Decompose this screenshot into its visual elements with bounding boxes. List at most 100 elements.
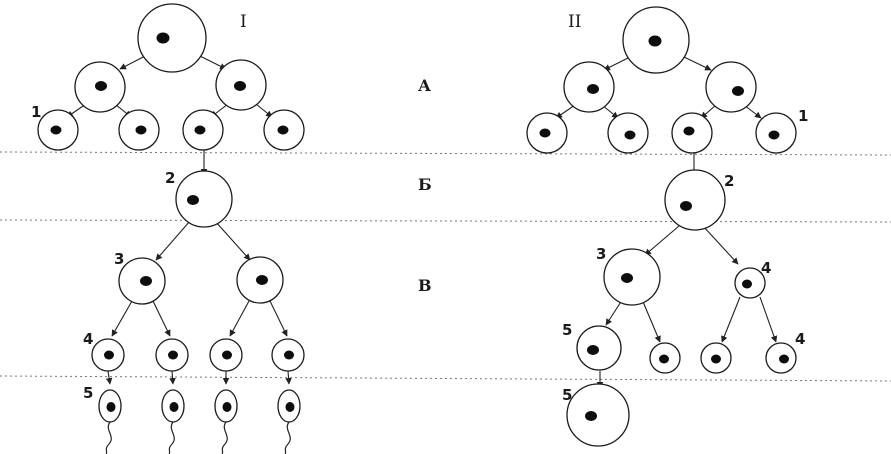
nucleus bbox=[222, 350, 232, 360]
nucleus bbox=[256, 275, 268, 285]
stage-divider-c-end bbox=[0, 375, 891, 382]
sperm-cell bbox=[161, 389, 185, 454]
primordial-germ-cell bbox=[137, 3, 207, 73]
label-5: 5 bbox=[562, 321, 572, 339]
arrow bbox=[155, 220, 191, 261]
nucleus bbox=[106, 402, 116, 412]
cell bbox=[563, 61, 615, 113]
arrow bbox=[111, 300, 133, 337]
nucleus bbox=[587, 84, 599, 94]
label-2: 2 bbox=[165, 169, 175, 187]
cell bbox=[118, 109, 160, 151]
nucleus bbox=[711, 354, 721, 364]
nucleus bbox=[683, 126, 695, 136]
cell bbox=[263, 109, 305, 151]
nucleus bbox=[95, 81, 107, 91]
cell bbox=[671, 112, 713, 154]
cell bbox=[155, 338, 189, 372]
polar-body bbox=[734, 267, 766, 299]
nucleus bbox=[779, 354, 789, 364]
nucleus bbox=[222, 402, 232, 412]
arrow bbox=[702, 225, 739, 265]
cell bbox=[705, 61, 757, 113]
panel-left: 1 2 3 4 5 bbox=[31, 3, 305, 454]
arrow bbox=[119, 54, 148, 70]
stage-label-a: А bbox=[418, 76, 431, 95]
arrow bbox=[721, 296, 741, 343]
label-4: 4 bbox=[761, 259, 771, 277]
nucleus bbox=[194, 125, 206, 135]
arrow bbox=[152, 300, 171, 337]
nucleus bbox=[285, 402, 295, 412]
nucleus bbox=[50, 125, 62, 135]
cell bbox=[91, 338, 125, 372]
sperm-cell bbox=[98, 389, 122, 454]
stage-divider-b-c bbox=[0, 219, 891, 223]
arrow bbox=[759, 296, 778, 343]
cell-membrane bbox=[175, 170, 233, 228]
label-3: 3 bbox=[596, 245, 606, 263]
nucleus bbox=[659, 354, 669, 364]
nucleus bbox=[621, 273, 633, 283]
cell bbox=[526, 112, 568, 154]
panel-right: 1 2 3 4 4 5 5 bbox=[526, 6, 808, 447]
nucleus bbox=[135, 125, 147, 135]
arrow bbox=[229, 300, 250, 337]
nucleus bbox=[585, 411, 597, 421]
label-5: 5 bbox=[562, 386, 572, 404]
cell bbox=[209, 338, 243, 372]
cell bbox=[37, 109, 79, 151]
cell-membrane bbox=[576, 325, 622, 371]
nucleus bbox=[624, 130, 636, 140]
sperm-tail bbox=[221, 421, 228, 454]
cell-membrane bbox=[664, 169, 726, 231]
cell bbox=[603, 248, 661, 306]
cell bbox=[607, 112, 649, 154]
arrow bbox=[603, 56, 631, 71]
label-1: 1 bbox=[798, 107, 808, 125]
label-3: 3 bbox=[114, 250, 124, 268]
arrow bbox=[169, 370, 176, 385]
nucleus bbox=[284, 350, 294, 360]
nucleus bbox=[234, 81, 246, 91]
polar-body bbox=[700, 342, 732, 374]
arrow bbox=[555, 104, 576, 119]
nucleus bbox=[539, 128, 551, 138]
arrow bbox=[683, 56, 712, 71]
nucleus bbox=[140, 276, 152, 286]
label-1: 1 bbox=[31, 103, 41, 121]
panel-left-title: I bbox=[240, 12, 247, 32]
sperm-tail bbox=[105, 421, 112, 454]
sperm-cell bbox=[277, 389, 301, 454]
cell-membrane bbox=[137, 3, 207, 73]
arrow bbox=[214, 220, 251, 261]
nucleus bbox=[742, 279, 752, 289]
nucleus bbox=[587, 345, 599, 355]
cell-growth-stage bbox=[664, 169, 726, 231]
nucleus bbox=[768, 130, 780, 140]
cell bbox=[182, 109, 224, 151]
cell bbox=[271, 338, 305, 372]
cell-membrane bbox=[566, 383, 630, 447]
nucleus bbox=[156, 32, 170, 44]
arrow bbox=[269, 300, 288, 337]
sperm-tail bbox=[168, 421, 175, 454]
panel-right-title: II bbox=[568, 12, 581, 32]
nucleus bbox=[732, 86, 744, 96]
cell-membrane bbox=[705, 61, 757, 113]
label-4: 4 bbox=[83, 330, 93, 348]
label-5: 5 bbox=[83, 384, 93, 402]
arrow bbox=[700, 104, 717, 119]
egg-cell bbox=[566, 383, 630, 447]
nucleus bbox=[168, 350, 178, 360]
nucleus bbox=[104, 350, 114, 360]
stage-divider-a-b bbox=[0, 151, 891, 156]
arrow bbox=[285, 370, 292, 385]
arrow bbox=[105, 370, 113, 385]
polar-body bbox=[649, 342, 681, 374]
arrow bbox=[255, 103, 273, 118]
sperm-tail bbox=[284, 421, 291, 454]
label-4: 4 bbox=[795, 330, 805, 348]
stage-label-b: Б bbox=[418, 175, 432, 194]
